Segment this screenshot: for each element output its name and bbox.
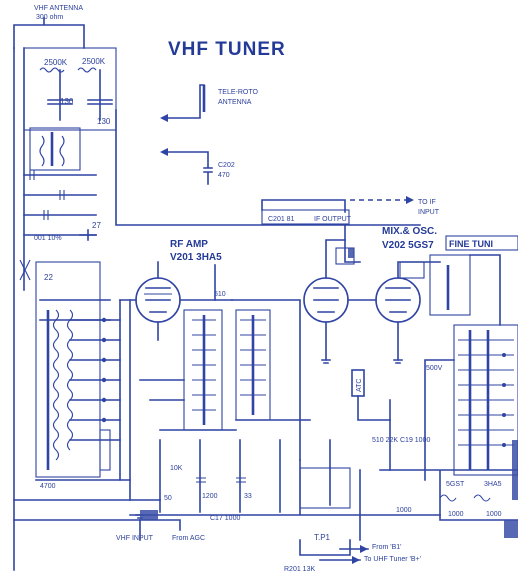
svg-text:1000: 1000: [486, 511, 502, 518]
svg-text:3HA5: 3HA5: [484, 481, 502, 488]
svg-text:50: 50: [164, 495, 172, 502]
r201-label: R201 13K: [284, 566, 315, 573]
vhf-input-label: VHF INPUT: [116, 535, 154, 542]
from-agc-label: From AGC: [172, 535, 205, 542]
svg-text:1000: 1000: [396, 507, 412, 514]
svg-text:5GST: 5GST: [446, 481, 465, 488]
rf-coil-bank: 10K 1200 33 50: [139, 299, 311, 513]
svg-text:22: 22: [44, 273, 53, 282]
svg-text:INPUT: INPUT: [418, 209, 440, 216]
svg-text:IF OUTPUT: IF OUTPUT: [314, 216, 352, 223]
svg-text:130: 130: [97, 117, 111, 126]
svg-text:001 10%: 001 10%: [34, 235, 62, 242]
tube-v201: 510: [119, 261, 233, 341]
svg-text:2500K: 2500K: [44, 58, 68, 67]
svg-text:470: 470: [218, 172, 230, 179]
svg-text:VHF ANTENNA: VHF ANTENNA: [34, 5, 83, 12]
svg-text:C19 1000: C19 1000: [400, 437, 430, 444]
tele-roto-antenna: TELE-ROTO ANTENNA: [160, 84, 258, 122]
capacitor-c202: C202 470: [160, 148, 235, 185]
from-b1-label: From 'B1': [372, 544, 402, 551]
mix-osc-label: MIX.& OSC.: [382, 226, 437, 237]
schematic-title: VHF TUNER: [168, 39, 286, 60]
oscillator-coil-bank: 500V: [399, 254, 518, 481]
v201-label: V201 3HA5: [170, 252, 222, 263]
svg-text:510 22K: 510 22K: [372, 437, 398, 444]
svg-text:C17 1000: C17 1000: [210, 515, 240, 522]
svg-text:2500K: 2500K: [82, 57, 106, 66]
rf-amp-label: RF AMP: [170, 239, 208, 250]
svg-text:TELE-ROTO: TELE-ROTO: [218, 89, 258, 96]
svg-text:1200: 1200: [202, 493, 218, 500]
svg-text:ANTENNA: ANTENNA: [218, 99, 252, 106]
atc-block: ATC: [351, 369, 391, 421]
fine-tune-box: [445, 235, 518, 251]
svg-text:1000: 1000: [448, 511, 464, 518]
input-filter-network: 001 10% 27: [23, 170, 101, 242]
tube-v202: [303, 224, 441, 361]
bottom-power-rail: C17 1000 C19 1000 510 22K 5GST 3HA5 1000…: [13, 399, 518, 541]
svg-text:4700: 4700: [40, 483, 56, 490]
input-transformer: 2500K 2500K 130 130: [23, 47, 421, 226]
print-noise: [140, 248, 518, 538]
svg-text:130: 130: [60, 97, 74, 106]
svg-text:510: 510: [214, 291, 226, 298]
svg-text:10K: 10K: [170, 465, 183, 472]
svg-text:33: 33: [244, 493, 252, 500]
left-coil-bank: 22 4700: [13, 259, 161, 501]
svg-text:500V: 500V: [426, 365, 443, 372]
tp1-label: T.P1: [314, 533, 331, 542]
svg-text:C202: C202: [218, 162, 235, 169]
svg-text:C201 81: C201 81: [268, 216, 295, 223]
if-output: C201 81 IF OUTPUT TO IF INPUT: [261, 196, 440, 225]
fine-tune-label: FINE TUNI: [449, 239, 493, 249]
svg-text:TO IF: TO IF: [418, 199, 436, 206]
to-uhf-label: To UHF Tuner 'B+': [364, 556, 421, 563]
svg-text:27: 27: [92, 221, 101, 230]
svg-text:ATC: ATC: [356, 379, 363, 392]
svg-text:300 ohm: 300 ohm: [36, 14, 63, 21]
v202-label: V202 5GS7: [382, 240, 434, 251]
